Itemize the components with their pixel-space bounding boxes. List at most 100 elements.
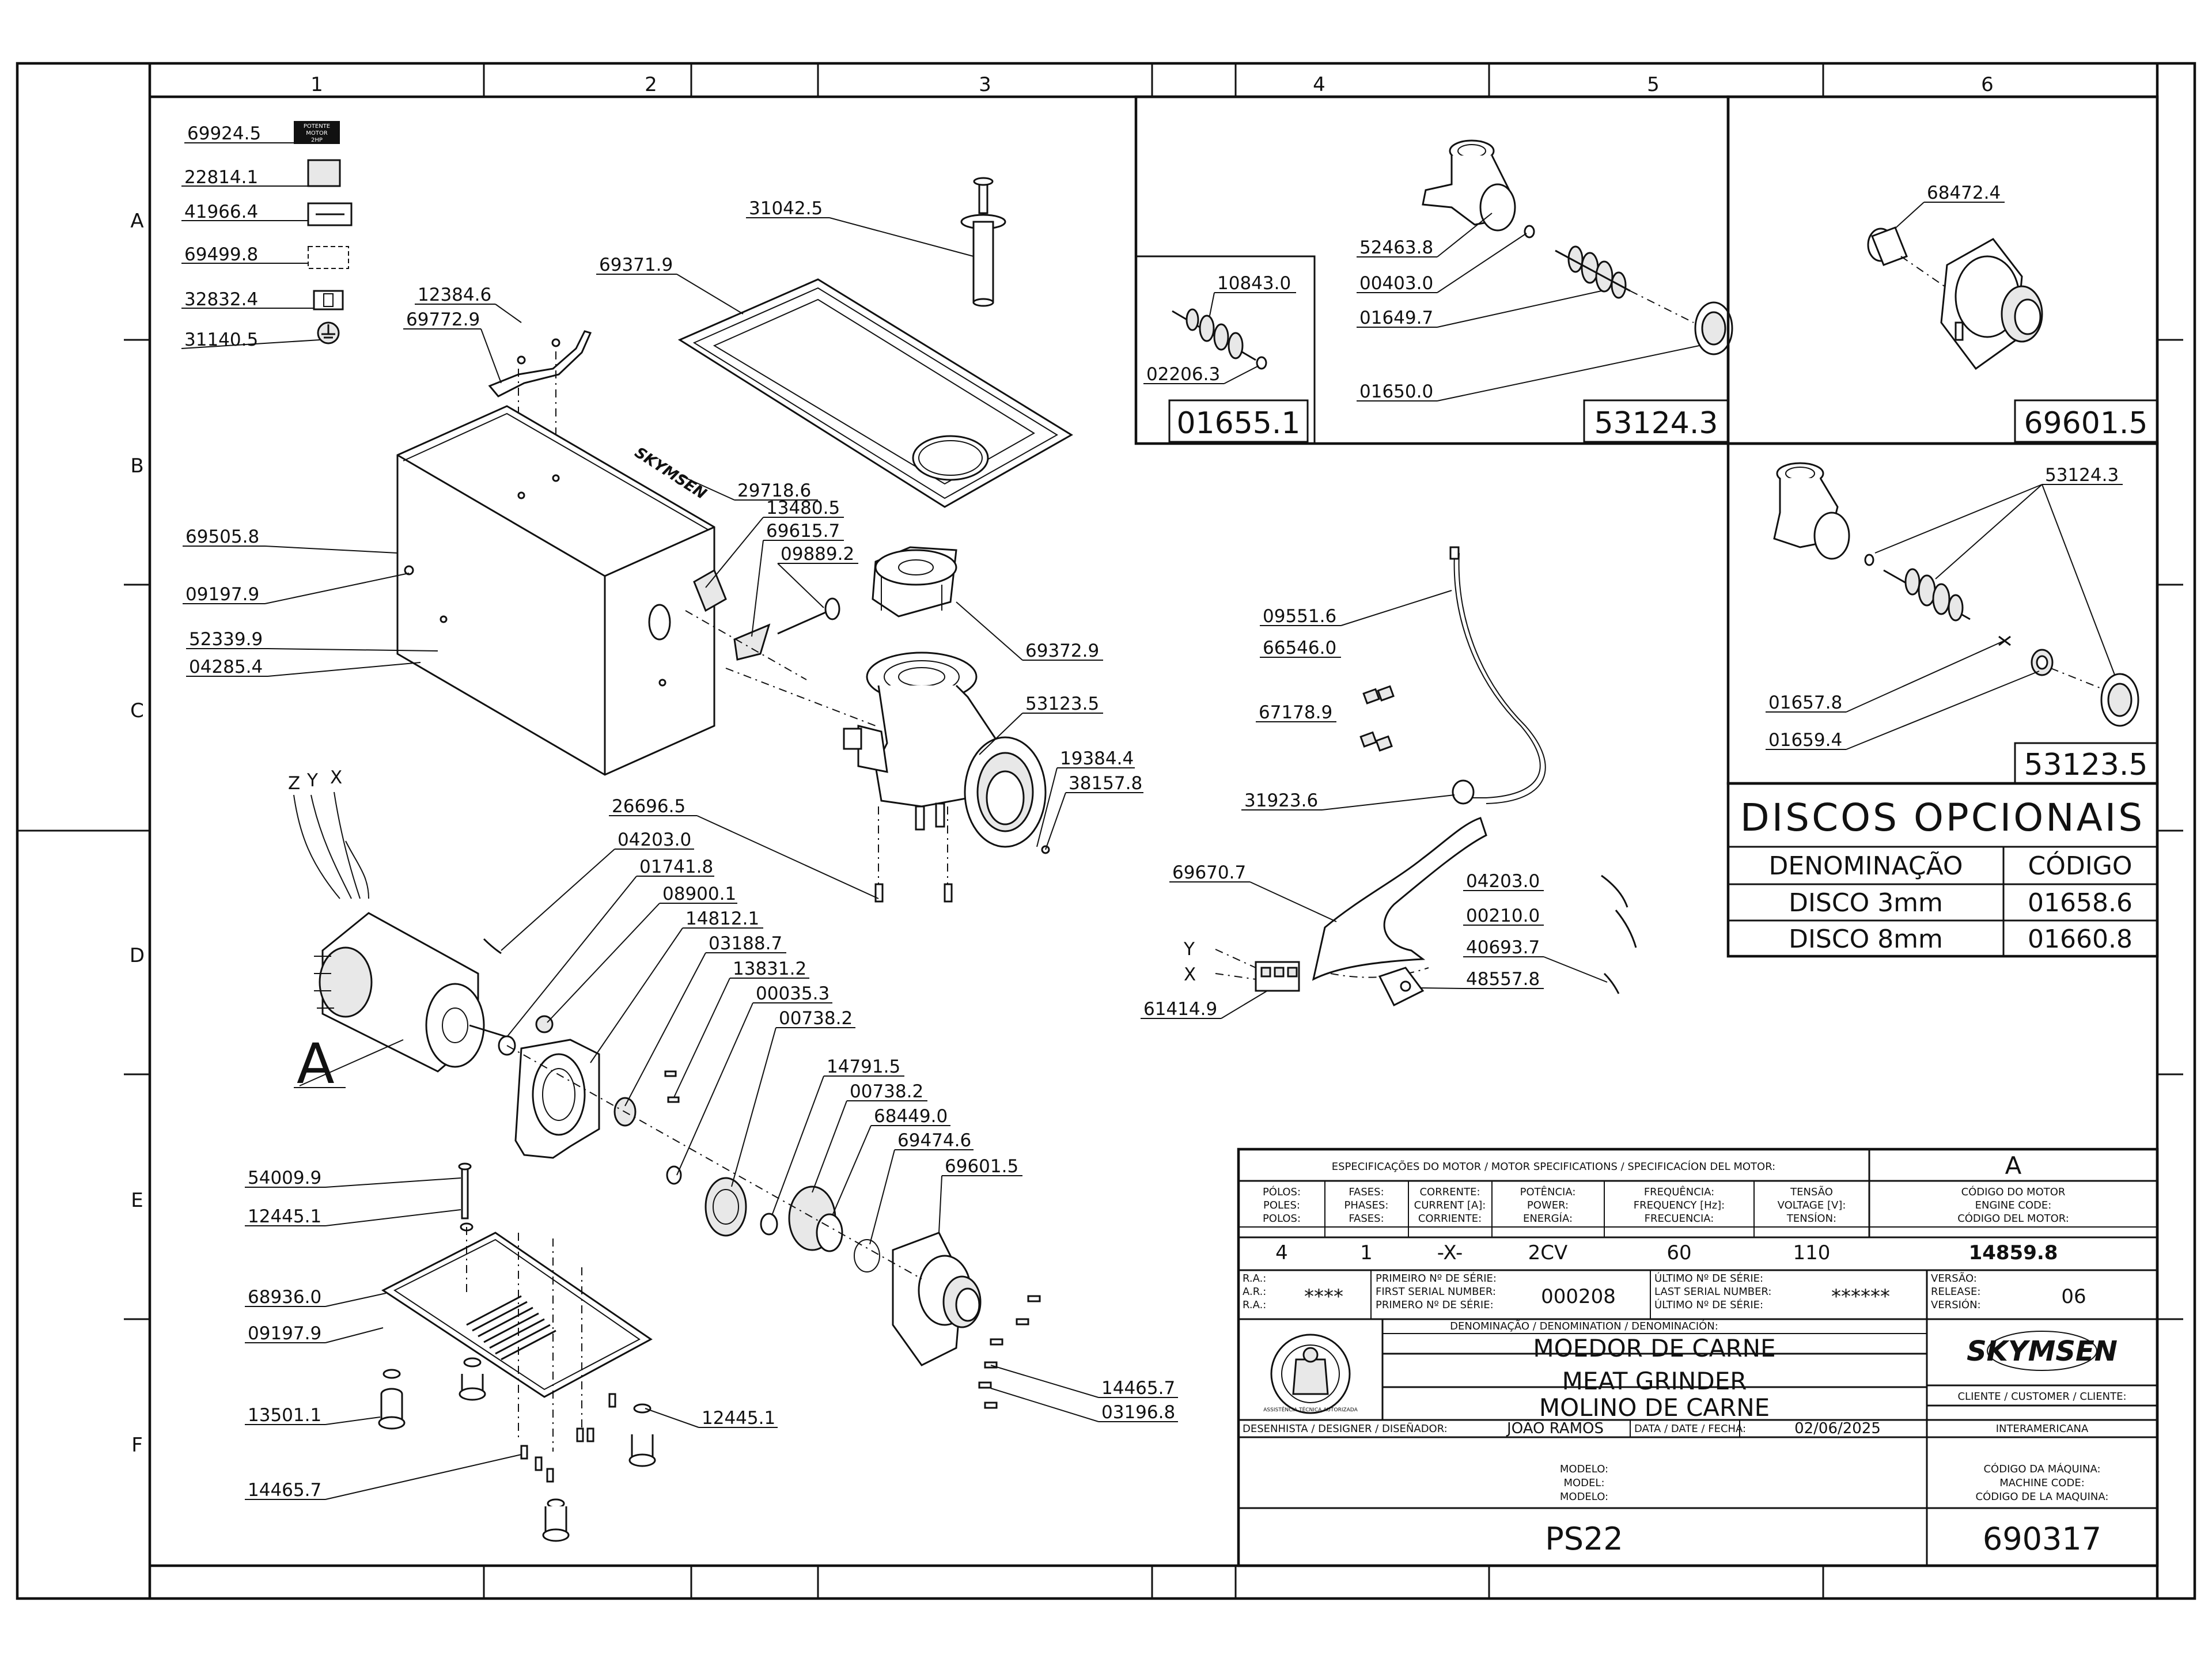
part-label-12384-6: 12384.6 <box>418 285 491 305</box>
part-label-68472-4: 68472.4 <box>1927 183 2001 203</box>
authorized-service-seal: ASSISTÊNCIA TÉCNICA AUTORIZADA <box>1263 1334 1358 1414</box>
grinder-head <box>725 652 1047 848</box>
grid-row-a: A <box>130 210 143 233</box>
part-label-32832-4: 32832.4 <box>184 289 258 310</box>
skymsen-logo: SKYMSEN <box>1967 1331 2118 1371</box>
model-label-1: MODELO: <box>1560 1463 1608 1475</box>
part-label-69371-9: 69371.9 <box>599 255 673 275</box>
spec-header-voltage-3: TENSÍON: <box>1786 1212 1836 1225</box>
part-label-14465-7-bottom: 14465.7 <box>248 1480 321 1501</box>
part-label-67178-9: 67178.9 <box>1259 702 1332 723</box>
discs-header-denomination: DENOMINAÇÃO <box>1768 851 1963 881</box>
engine-code-label-2: ENGINE CODE: <box>1975 1199 2052 1211</box>
wire-label-z: Z <box>288 773 300 794</box>
client-value: INTERAMERICANA <box>1996 1423 2089 1435</box>
label-stickers-list: POTENTE MOTOR 2HP 69924.5 22814.1 41966.… <box>181 121 353 350</box>
spec-header-voltage-2: VOLTAGE [V]: <box>1778 1199 1846 1211</box>
small-worm-icon <box>1172 308 1267 370</box>
part-label-09551-6: 09551.6 <box>1263 606 1336 627</box>
rubber-feet <box>378 1357 656 1542</box>
part-label-12445-1-upper: 12445.1 <box>248 1206 321 1227</box>
part-label-01659-4: 01659.4 <box>1768 730 1842 751</box>
part-label-69505-8: 69505.8 <box>185 527 259 547</box>
part-label-69615-7: 69615.7 <box>766 521 840 541</box>
gearbox-housing <box>506 1015 1041 1409</box>
motor-sticker-line-2: MOTOR <box>306 130 327 137</box>
wire-label-x: X <box>330 767 342 788</box>
food-pusher <box>960 177 1006 307</box>
part-label-09197-9-lower: 09197.9 <box>248 1323 321 1344</box>
part-label-00035-3: 00035.3 <box>756 983 830 1004</box>
part-label-00738-2-lower: 00738.2 <box>850 1081 923 1102</box>
grinder-head-kit-icon <box>1773 462 2139 727</box>
part-label-31042-5: 31042.5 <box>749 198 823 219</box>
part-label-53124-3-kit: 53124.3 <box>2045 465 2119 486</box>
spec-header-current-3: CORRIENTE: <box>1418 1213 1482 1225</box>
revision-letter: A <box>2005 1152 2022 1180</box>
kit-panel-upper-right: 69601.5 68472.4 <box>1726 95 2159 445</box>
machine-code-label-1: CÓDIGO DA MÁQUINA: <box>1983 1463 2100 1475</box>
model-label-2: MODEL: <box>1563 1477 1604 1489</box>
ra-label-1: R.A.: <box>1243 1272 1266 1285</box>
last-serial-label-2: LAST SERIAL NUMBER: <box>1654 1286 1771 1298</box>
disc-row-1-code: 01658.6 <box>2028 888 2133 918</box>
electrical-harness: Y X <box>1183 546 1637 1007</box>
spec-header-power-3: ENERGÍA: <box>1523 1212 1573 1225</box>
main-part-labels: 31042.5 69371.9 12384.6 69772.9 29718.6 … <box>183 198 1178 1501</box>
product-name-en: MEAT GRINDER <box>1562 1367 1747 1395</box>
spec-value-poles: 4 <box>1275 1241 1288 1264</box>
part-label-04285-4: 04285.4 <box>189 657 263 677</box>
client-label: CLIENTE / CUSTOMER / CLIENTE: <box>1957 1391 2126 1403</box>
spec-header-frequency-2: FREQUENCY [Hz]: <box>1634 1199 1725 1211</box>
ra-value: **** <box>1304 1285 1343 1308</box>
part-label-69499-8: 69499.8 <box>184 244 258 265</box>
head-bolts <box>874 806 1050 903</box>
disc-row-2-code: 01660.8 <box>2028 925 2133 954</box>
spec-header-power-1: POTÊNCIA: <box>1520 1185 1576 1198</box>
spec-header-voltage-1: TENSÃO <box>1790 1185 1833 1198</box>
part-label-40693-7: 40693.7 <box>1466 937 1540 958</box>
designer-value: JOÃO RAMOS <box>1506 1419 1604 1437</box>
spec-value-frequency: 60 <box>1666 1241 1691 1264</box>
spec-header-frequency-1: FREQUÊNCIA: <box>1644 1185 1714 1198</box>
part-label-66546-0: 66546.0 <box>1263 638 1336 658</box>
part-label-13501-1: 13501.1 <box>248 1405 321 1426</box>
grid-column-6: 6 <box>1981 73 1994 96</box>
part-label-48557-8: 48557.8 <box>1466 969 1540 990</box>
denomination-label: DENOMINAÇÃO / DENOMINATION / DENOMINACIÓ… <box>1450 1320 1718 1332</box>
kit-panel-middle-right: 53123.5 53124.3 01657.8 01659.4 <box>1726 442 2159 785</box>
ra-label-3: R.A.: <box>1243 1299 1266 1311</box>
grid-row-b: B <box>130 454 143 478</box>
part-label-13831-2: 13831.2 <box>733 959 806 979</box>
worm-shaft-stud <box>777 597 840 635</box>
harness-labels: 09551.6 66546.0 67178.9 31923.6 69670.7 … <box>1141 590 1608 1020</box>
version-label-3: VERSIÓN: <box>1931 1298 1981 1311</box>
part-label-69474-6: 69474.6 <box>897 1130 971 1151</box>
electric-motor: Z Y X A <box>288 767 516 1096</box>
switch-cover-icon <box>733 623 771 661</box>
wire-label-y: Y <box>306 770 318 791</box>
spec-value-voltage: 110 <box>1793 1241 1831 1264</box>
engine-code-value: 14859.8 <box>1969 1241 2058 1264</box>
part-label-04203-0-harness: 04203.0 <box>1466 871 1540 892</box>
part-label-01657-8: 01657.8 <box>1768 692 1842 713</box>
motor-sticker-line-1: POTENTE <box>304 123 330 130</box>
grid-column-4: 4 <box>1313 73 1325 96</box>
base-plate <box>381 1162 653 1452</box>
first-serial-label-3: PRIMERO Nº DE SÉRIE: <box>1376 1298 1494 1311</box>
terminal-connectors-icon <box>1359 685 1395 752</box>
spec-header-phases-2: PHASES: <box>1344 1199 1389 1211</box>
part-label-69601-5-main: 69601.5 <box>945 1156 1018 1177</box>
kit-code-53123-5: 53123.5 <box>2024 748 2147 782</box>
spec-header-phases-1: FASES: <box>1349 1186 1384 1198</box>
part-label-69372-9: 69372.9 <box>1025 641 1099 661</box>
part-label-03196-8: 03196.8 <box>1101 1402 1175 1423</box>
spec-header-poles-3: POLOS: <box>1263 1213 1301 1225</box>
machine-body-cabinet: SKYMSEN <box>396 330 807 776</box>
spec-value-phases: 1 <box>1360 1241 1373 1264</box>
part-label-52339-9: 52339.9 <box>189 629 263 650</box>
spec-header-phases-3: FASES: <box>1349 1213 1384 1225</box>
last-serial-label-3: ÚLTIMO Nº DE SÉRIE: <box>1654 1298 1763 1311</box>
grid-row-c: C <box>130 699 144 722</box>
part-label-53123-5-main: 53123.5 <box>1025 694 1099 714</box>
